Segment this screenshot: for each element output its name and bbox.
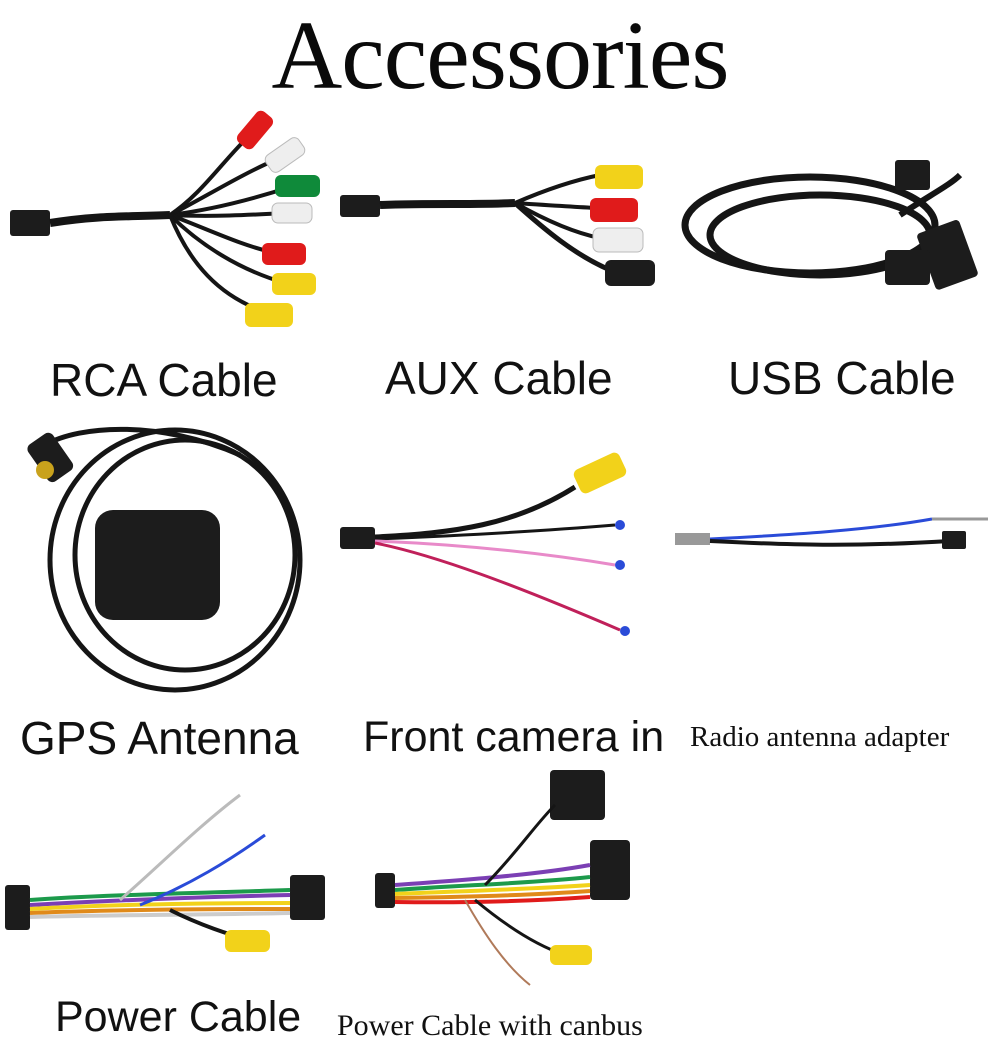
power-cable-image bbox=[5, 793, 325, 952]
page-title: Accessories bbox=[271, 2, 729, 110]
gps-antenna-item: GPS Antenna bbox=[0, 415, 330, 775]
usb-cable-caption: USB Cable bbox=[728, 352, 956, 404]
radio-antenna-image bbox=[675, 517, 988, 549]
power-cable-caption: Power Cable bbox=[55, 993, 302, 1041]
gps-antenna-caption: GPS Antenna bbox=[20, 712, 299, 764]
radio-antenna-item: Radio antenna adapter bbox=[670, 415, 1000, 775]
front-camera-item: Front camera in bbox=[335, 415, 665, 775]
power-cable-item: Power Cable bbox=[0, 785, 335, 1055]
power-canbus-item: Power Cable with canbus bbox=[335, 765, 670, 1055]
front-camera-caption: Front camera in bbox=[363, 713, 665, 761]
rca-cable-item: RCA Cable bbox=[0, 105, 330, 435]
radio-antenna-caption: Radio antenna adapter bbox=[690, 721, 950, 753]
power-canbus-image bbox=[375, 770, 630, 986]
usb-cable-item: USB Cable bbox=[670, 105, 1000, 435]
rca-cable-image bbox=[10, 110, 320, 327]
aux-cable-image bbox=[340, 165, 655, 286]
gps-antenna-image bbox=[27, 426, 303, 693]
rca-cable-caption: RCA Cable bbox=[50, 354, 278, 406]
usb-cable-image bbox=[681, 160, 978, 290]
aux-cable-caption: AUX Cable bbox=[385, 352, 613, 404]
front-camera-image bbox=[340, 452, 630, 636]
aux-cable-item: AUX Cable bbox=[335, 105, 665, 435]
power-canbus-caption: Power Cable with canbus bbox=[337, 1009, 643, 1042]
